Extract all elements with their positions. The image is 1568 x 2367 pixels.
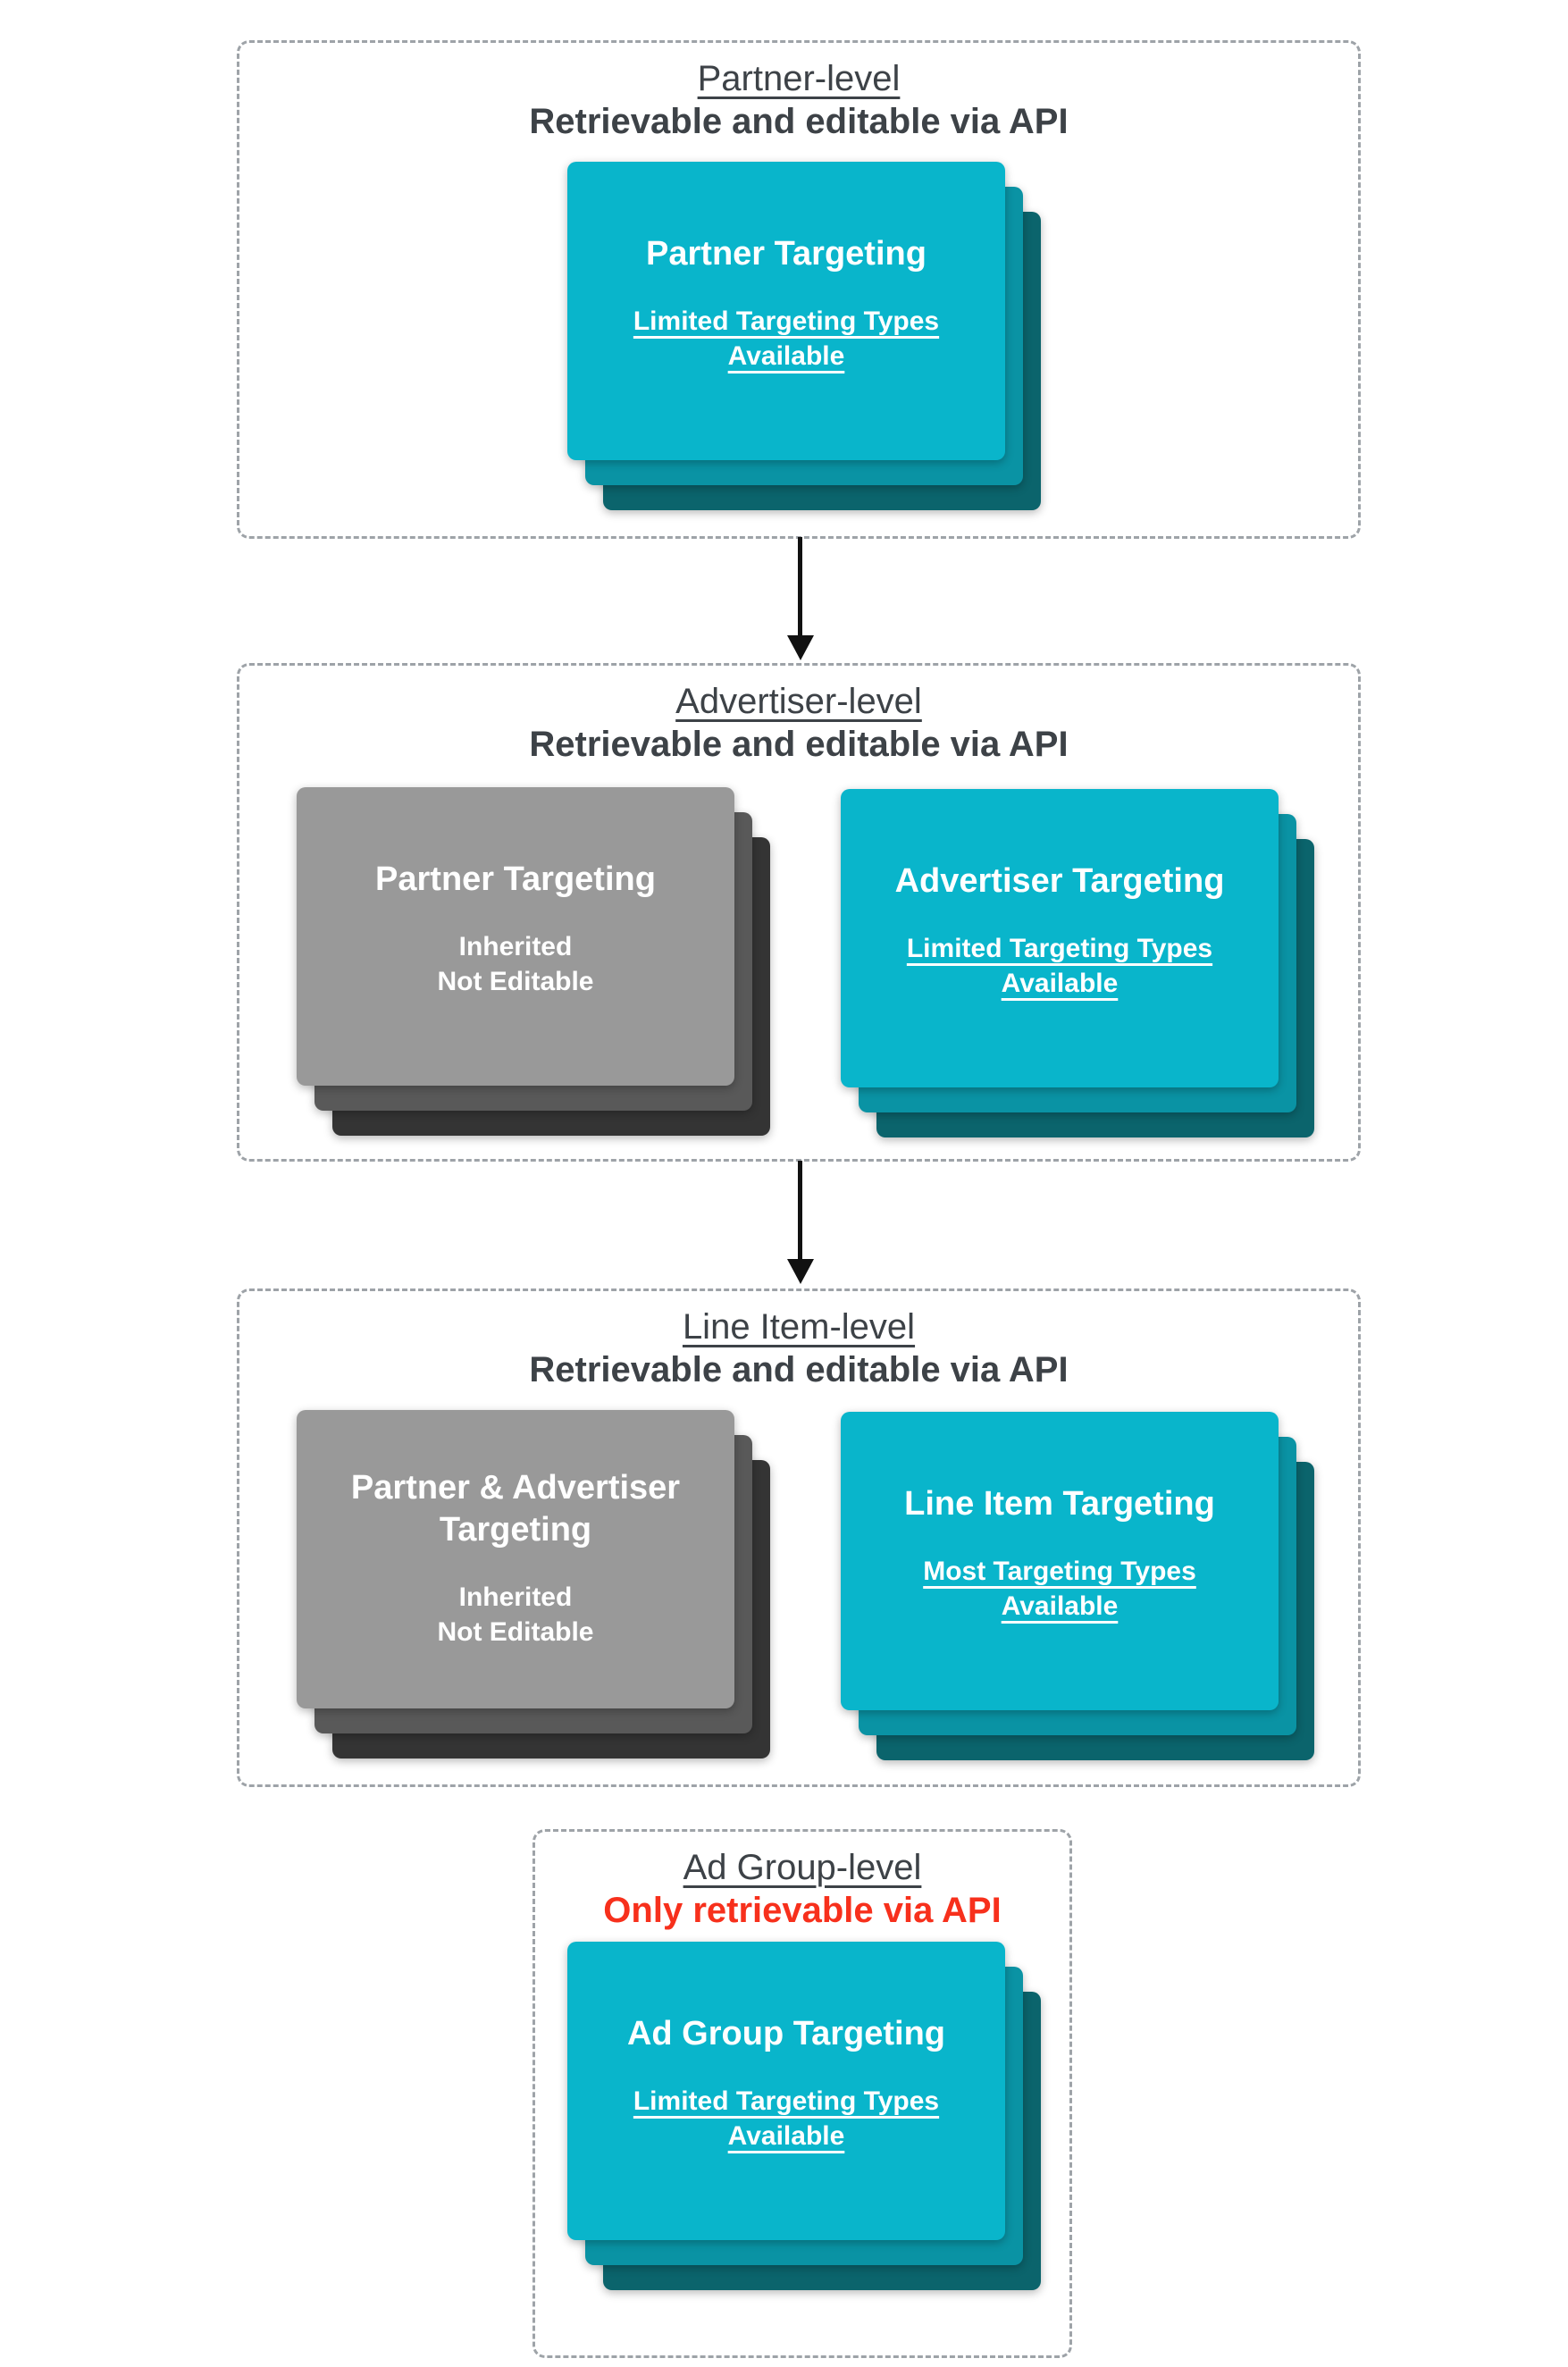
card-ad-group-targeting: Ad Group Targeting Limited Targeting Typ…	[567, 1942, 1005, 2240]
section-header: Partner-level Retrievable and editable v…	[239, 57, 1358, 143]
section-advertiser-level: Advertiser-level Retrievable and editabl…	[237, 663, 1361, 1162]
section-ad-group-level: Ad Group-level Only retrievable via API	[532, 1829, 1072, 2358]
card-stack-partner-targeting-inherited: Partner Targeting Inherited Not Editable	[297, 787, 770, 1136]
card-title: Line Item Targeting	[904, 1485, 1215, 1523]
card-stack-ad-group-targeting: Ad Group Targeting Limited Targeting Typ…	[567, 1942, 1041, 2290]
card-body: Limited Targeting Types Available	[906, 934, 1213, 998]
card-partner-targeting: Partner Targeting Limited Targeting Type…	[567, 162, 1005, 460]
card-body: Inherited Not Editable	[437, 1582, 594, 1647]
section-subtitle: Retrievable and editable via API	[529, 725, 1069, 764]
card-advertiser-targeting: Advertiser Targeting Limited Targeting T…	[841, 789, 1279, 1087]
card-line-item-targeting: Line Item Targeting Most Targeting Types…	[841, 1412, 1279, 1710]
card-partner-advertiser-targeting: Partner & Advertiser Targeting Inherited…	[297, 1410, 734, 1708]
down-arrow-icon	[787, 1259, 814, 1284]
card-title: Ad Group Targeting	[626, 2015, 946, 2052]
card-stack-advertiser-targeting: Advertiser Targeting Limited Targeting T…	[841, 789, 1314, 1137]
down-arrow-icon	[798, 537, 802, 637]
section-title: Ad Group-level	[683, 1848, 922, 1887]
section-subtitle: Retrievable and editable via API	[529, 1350, 1069, 1389]
card-body: Most Targeting Types Available	[923, 1557, 1196, 1621]
section-header: Advertiser-level Retrievable and editabl…	[239, 680, 1358, 766]
section-subtitle: Only retrievable via API	[603, 1891, 1002, 1930]
section-header: Line Item-level Retrievable and editable…	[239, 1305, 1358, 1391]
section-subtitle: Retrievable and editable via API	[529, 102, 1069, 141]
section-header: Ad Group-level Only retrievable via API	[535, 1846, 1069, 1932]
section-title: Line Item-level	[682, 1307, 916, 1347]
card-title: Advertiser Targeting	[894, 862, 1225, 900]
card-body: Inherited Not Editable	[437, 932, 594, 996]
card-title: Partner Targeting	[646, 235, 927, 273]
card-stack-partner-targeting: Partner Targeting Limited Targeting Type…	[567, 162, 1041, 510]
card-body: Limited Targeting Types Available	[633, 2086, 940, 2151]
down-arrow-icon	[798, 1161, 802, 1261]
section-title: Partner-level	[697, 59, 901, 98]
section-line-item-level: Line Item-level Retrievable and editable…	[237, 1288, 1361, 1787]
card-title: Partner & Advertiser Targeting	[350, 1469, 681, 1549]
card-body: Limited Targeting Types Available	[633, 306, 940, 371]
card-partner-targeting-inherited: Partner Targeting Inherited Not Editable	[297, 787, 734, 1086]
card-stack-line-item-targeting: Line Item Targeting Most Targeting Types…	[841, 1412, 1314, 1760]
section-title: Advertiser-level	[675, 682, 922, 721]
card-title: Partner Targeting	[375, 860, 656, 898]
down-arrow-icon	[787, 635, 814, 660]
card-stack-partner-advertiser-targeting: Partner & Advertiser Targeting Inherited…	[297, 1410, 770, 1758]
